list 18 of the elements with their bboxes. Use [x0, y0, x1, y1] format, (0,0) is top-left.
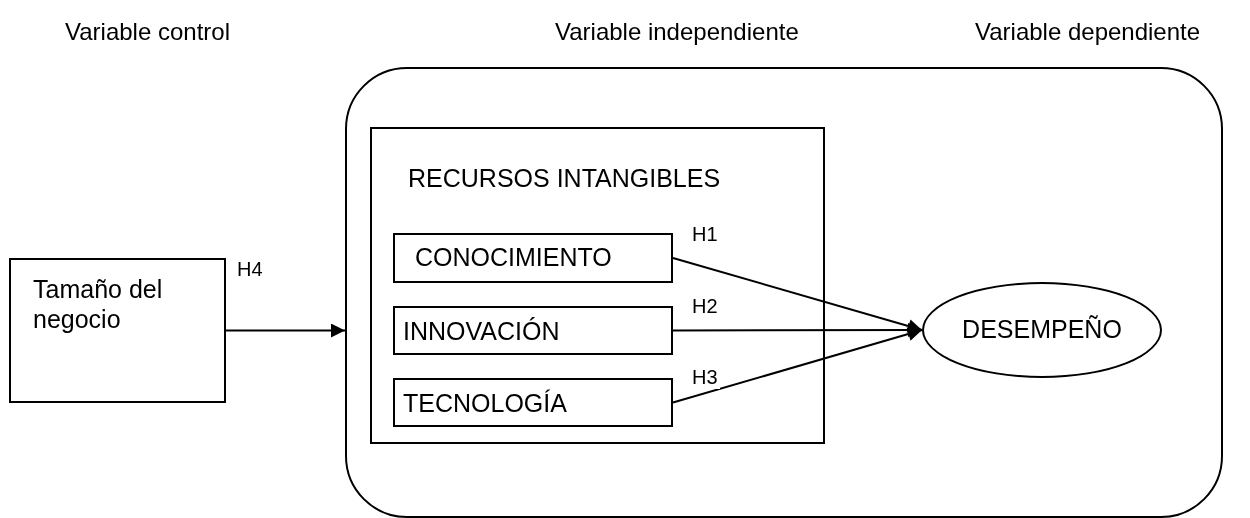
node-label: DESEMPEÑO: [961, 314, 1123, 344]
node-label: TECNOLOGÍA: [403, 388, 567, 418]
process-box: [393, 306, 673, 355]
node-label: Tamaño del negocio: [33, 274, 164, 334]
process-box: [9, 258, 226, 403]
arrow: [672, 257, 923, 333]
column-heading: Variable independiente: [555, 18, 799, 46]
node-label: CONOCIMIENTO: [415, 242, 612, 272]
outcome-ellipse: [922, 282, 1162, 378]
arrow: [672, 327, 923, 404]
arrow: [225, 323, 346, 338]
column-heading: Variable dependiente: [975, 18, 1201, 46]
process-box: [370, 127, 825, 444]
node-label: RECURSOS INTANGIBLES: [408, 163, 721, 193]
node-label: INNOVACIÓN: [403, 316, 560, 346]
process-box: [393, 378, 673, 427]
process-box: [393, 233, 673, 283]
column-heading: Variable control: [65, 18, 230, 46]
